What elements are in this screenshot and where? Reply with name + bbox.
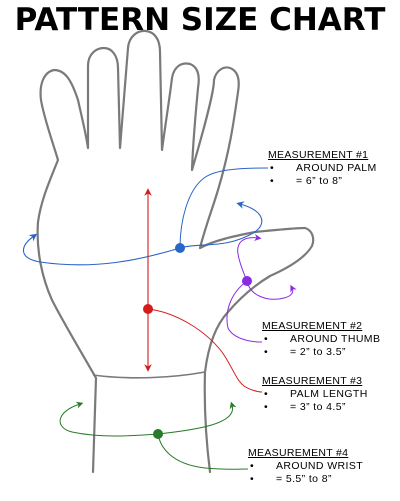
- measurement-4-name: AROUND WRIST: [276, 460, 364, 472]
- palm-measurement-marker: [22, 167, 269, 266]
- hand-outline: [36, 29, 315, 474]
- measurement-3-heading: MEASUREMENT #3: [262, 375, 363, 387]
- measurement-1-label: MEASUREMENT #1 • AROUND PALM • = 6” to 8”: [268, 149, 377, 188]
- measurement-3-range: = 3” to 4.5”: [290, 401, 346, 413]
- measurement-1-name: AROUND PALM: [296, 162, 377, 174]
- bullet-icon: •: [264, 401, 268, 413]
- bullet-icon: •: [270, 175, 274, 187]
- measurement-1-heading: MEASUREMENT #1: [268, 149, 369, 161]
- measurement-3-label: MEASUREMENT #3 • PALM LENGTH • = 3” to 4.5…: [262, 375, 368, 414]
- measurement-1-range: = 6” to 8”: [296, 175, 343, 187]
- measurement-4-range: = 5.5” to 8”: [276, 473, 332, 485]
- bullet-icon: •: [264, 388, 268, 400]
- measurement-4-label: MEASUREMENT #4 • AROUND WRIST • = 5.5” to …: [248, 447, 363, 486]
- measurement-4-heading: MEASUREMENT #4: [248, 447, 349, 459]
- measurement-2-name: AROUND THUMB: [290, 333, 381, 345]
- chart-title: PATTERN SIZE CHART: [14, 2, 386, 38]
- measurement-2-range: = 2” to 3.5”: [290, 346, 346, 358]
- thumb-measurement-marker: [226, 234, 297, 343]
- bullet-icon: •: [250, 460, 254, 472]
- measurement-2-label: MEASUREMENT #2 • AROUND THUMB • = 2” to 3.…: [262, 320, 380, 359]
- bullet-icon: •: [264, 346, 268, 358]
- bullet-icon: •: [270, 162, 274, 174]
- measurement-3-name: PALM LENGTH: [290, 388, 368, 400]
- measurement-2-heading: MEASUREMENT #2: [262, 320, 363, 332]
- bullet-icon: •: [264, 333, 268, 345]
- wrist-measurement-marker: [59, 401, 249, 470]
- bullet-icon: •: [250, 473, 254, 485]
- length-measurement-marker: [143, 188, 263, 393]
